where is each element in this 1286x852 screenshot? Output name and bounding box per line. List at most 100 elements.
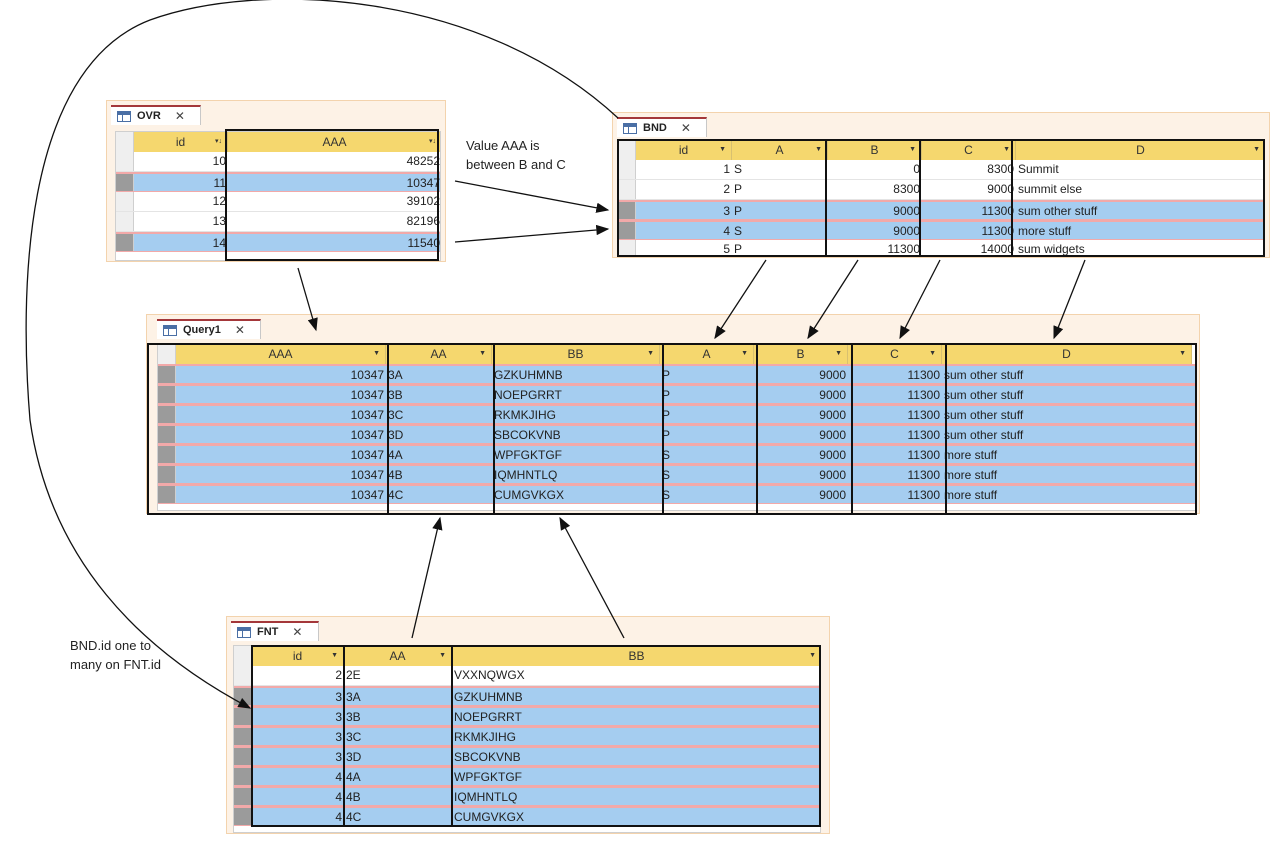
query-header-d[interactable]: D▼ — [942, 344, 1192, 364]
ovr-header-aaa[interactable]: AAA ▾↓ — [228, 132, 440, 152]
ovr-cell-id[interactable]: 11 — [213, 176, 226, 190]
fnt-cell-id[interactable]: 3 — [335, 750, 342, 764]
fnt-tab[interactable]: FNT ✕ — [231, 621, 319, 641]
query-cell-c[interactable]: 11300 — [907, 468, 940, 482]
query-cell-d[interactable]: sum other stuff — [944, 408, 1024, 422]
sort-ascending-icon[interactable]: ▾↓ — [428, 138, 436, 145]
fnt-cell-bb[interactable]: CUMGVKGX — [454, 810, 525, 824]
table-row[interactable]: 4 4C CUMGVKGX — [234, 806, 820, 826]
fnt-cell-id[interactable]: 3 — [335, 730, 342, 744]
fnt-cell-id[interactable]: 2 — [335, 668, 342, 682]
query-cell-bb[interactable]: SBCOKVNB — [494, 428, 561, 442]
bnd-cell-b[interactable]: 9000 — [893, 224, 920, 238]
bnd-header-a[interactable]: A▼ — [732, 140, 828, 160]
fnt-cell-aa[interactable]: 3D — [346, 750, 362, 764]
fnt-cell-id[interactable]: 4 — [335, 790, 342, 804]
chevron-down-icon[interactable]: ▼ — [647, 350, 654, 357]
close-icon[interactable]: ✕ — [174, 109, 185, 123]
bnd-header-c[interactable]: C▼ — [922, 140, 1016, 160]
ovr-cell-aaa[interactable]: 48252 — [406, 154, 440, 168]
ovr-header-id[interactable]: id ▾↓ — [134, 132, 228, 152]
chevron-down-icon[interactable]: ▼ — [331, 652, 338, 659]
bnd-cell-id[interactable]: 1 — [723, 162, 730, 176]
chevron-down-icon[interactable]: ▼ — [741, 350, 748, 357]
ovr-cell-aaa[interactable]: 39102 — [406, 194, 440, 208]
query-cell-b[interactable]: 9000 — [819, 388, 846, 402]
fnt-cell-aa[interactable]: 4C — [346, 810, 362, 824]
chevron-down-icon[interactable]: ▼ — [719, 146, 726, 153]
bnd-cell-id[interactable]: 5 — [723, 242, 730, 256]
query-cell-a[interactable]: P — [662, 368, 671, 382]
record-selector[interactable] — [158, 386, 176, 403]
record-selector[interactable] — [158, 446, 176, 463]
bnd-cell-c[interactable]: 14000 — [980, 242, 1014, 256]
query-cell-b[interactable]: 9000 — [819, 428, 846, 442]
bnd-cell-d[interactable]: sum other stuff — [1018, 204, 1098, 218]
chevron-down-icon[interactable]: ▼ — [1179, 350, 1186, 357]
fnt-cell-id[interactable]: 3 — [335, 690, 342, 704]
ovr-cell-aaa[interactable]: 10347 — [406, 176, 440, 190]
query-cell-c[interactable]: 11300 — [907, 448, 940, 462]
bnd-cell-d[interactable]: Summit — [1018, 162, 1059, 176]
bnd-cell-id[interactable]: 3 — [723, 204, 730, 218]
query-cell-d[interactable]: more stuff — [944, 468, 998, 482]
chevron-down-icon[interactable]: ▼ — [809, 652, 816, 659]
query-cell-d[interactable]: sum other stuff — [944, 388, 1024, 402]
query-cell-c[interactable]: 11300 — [907, 388, 940, 402]
query-cell-b[interactable]: 9000 — [819, 368, 846, 382]
query-header-b[interactable]: B▼ — [754, 344, 848, 364]
query-header-bb[interactable]: BB▼ — [492, 344, 660, 364]
ovr-cell-id[interactable]: 10 — [212, 154, 226, 168]
bnd-header-b[interactable]: B▼ — [828, 140, 922, 160]
fnt-cell-aa[interactable]: 4A — [346, 770, 361, 784]
query-cell-c[interactable]: 11300 — [907, 408, 940, 422]
fnt-cell-id[interactable]: 4 — [335, 770, 342, 784]
fnt-cell-bb[interactable]: GZKUHMNB — [454, 690, 523, 704]
chevron-down-icon[interactable]: ▼ — [373, 350, 380, 357]
query-cell-aaa[interactable]: 10347 — [350, 488, 384, 502]
query-cell-a[interactable]: P — [662, 388, 671, 402]
record-selector[interactable] — [158, 426, 176, 443]
bnd-cell-c[interactable]: 9000 — [987, 182, 1014, 196]
query-cell-b[interactable]: 9000 — [819, 468, 846, 482]
bnd-cell-b[interactable]: 11300 — [887, 242, 920, 256]
query-cell-aaa[interactable]: 10347 — [350, 468, 384, 482]
query-cell-aa[interactable]: 3D — [388, 428, 404, 442]
bnd-cell-c[interactable]: 8300 — [987, 162, 1014, 176]
fnt-cell-id[interactable]: 4 — [335, 810, 342, 824]
chevron-down-icon[interactable]: ▼ — [439, 652, 446, 659]
fnt-cell-bb[interactable]: NOEPGRRT — [454, 710, 522, 724]
bnd-cell-a[interactable]: S — [734, 162, 743, 176]
query1-tab[interactable]: Query1 ✕ — [157, 319, 261, 339]
query-cell-bb[interactable]: RKMKJIHG — [494, 408, 557, 422]
chevron-down-icon[interactable]: ▼ — [1003, 146, 1010, 153]
ovr-cell-id[interactable]: 13 — [212, 214, 226, 228]
query-cell-aaa[interactable]: 10347 — [350, 408, 384, 422]
fnt-cell-aa[interactable]: 3B — [346, 710, 361, 724]
query-header-a[interactable]: A▼ — [660, 344, 754, 364]
query-cell-aa[interactable]: 4C — [388, 488, 404, 502]
sort-ascending-icon[interactable]: ▾↓ — [214, 138, 222, 145]
query-cell-bb[interactable]: NOEPGRRT — [494, 388, 562, 402]
fnt-header-bb[interactable]: BB▼ — [452, 646, 820, 666]
bnd-tab[interactable]: BND ✕ — [617, 117, 707, 137]
query-cell-bb[interactable]: CUMGVKGX — [494, 488, 565, 502]
query-cell-a[interactable]: P — [662, 428, 671, 442]
record-selector[interactable] — [158, 366, 176, 383]
bnd-cell-d[interactable]: sum widgets — [1018, 242, 1085, 256]
table-row[interactable]: 10 48252 — [116, 152, 440, 172]
record-selector[interactable] — [116, 174, 134, 191]
query-cell-a[interactable]: S — [662, 488, 671, 502]
query-cell-b[interactable]: 9000 — [819, 448, 846, 462]
table-row[interactable]: 11 10347 — [116, 172, 440, 192]
query-cell-d[interactable]: more stuff — [944, 448, 998, 462]
